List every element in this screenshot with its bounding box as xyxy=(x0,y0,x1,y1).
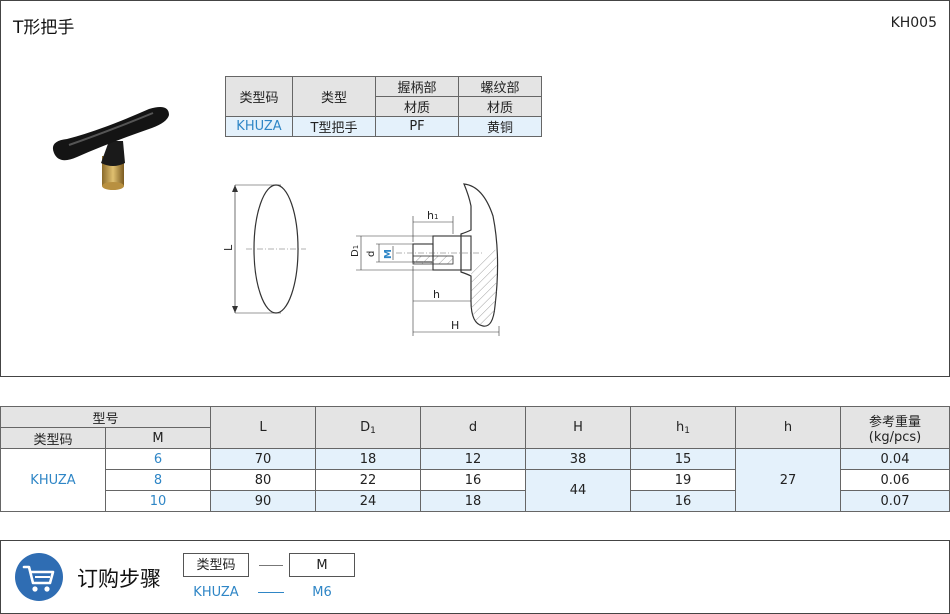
H-cell: 38 xyxy=(525,448,631,470)
type-code-header: 类型码 xyxy=(0,427,106,449)
weight-header: 参考重量(kg/pcs) xyxy=(840,406,950,449)
type-code-header: 类型码 xyxy=(225,76,293,117)
order-steps-panel: 订购步骤 类型码 M KHUZA M6 xyxy=(0,540,950,614)
order-value-connector xyxy=(258,592,284,593)
dim-h-label: h xyxy=(433,288,440,301)
L-cell: 70 xyxy=(210,448,316,470)
thread-part-header: 螺纹部 xyxy=(458,76,542,97)
grip-material-header: 材质 xyxy=(375,96,459,117)
dim-M-label: M xyxy=(383,249,394,259)
material-table: 类型码 类型 握柄部 螺纹部 材质 材质 KHUZA T型把手 PF 黄铜 xyxy=(225,76,542,137)
dim-H-label: H xyxy=(451,319,459,332)
d-header: d xyxy=(420,406,526,449)
type-code-value: KHUZA xyxy=(225,116,293,137)
D1-header: D1 xyxy=(315,406,421,449)
thread-material-header: 材质 xyxy=(458,96,542,117)
h1-cell: 15 xyxy=(630,448,736,470)
L-cell: 90 xyxy=(210,490,316,512)
order-M-value: M6 xyxy=(312,585,332,600)
thread-material-value: 黄铜 xyxy=(458,116,542,137)
order-type-code-value: KHUZA xyxy=(193,585,239,600)
H-merged-cell: 44 xyxy=(525,469,631,512)
type-header: 类型 xyxy=(292,76,376,117)
L-header: L xyxy=(210,406,316,449)
grip-part-header: 握柄部 xyxy=(375,76,459,97)
M-cell: 10 xyxy=(105,490,211,512)
M-header: M xyxy=(105,427,211,449)
dim-d-label: d xyxy=(366,251,377,257)
weight-cell: 0.07 xyxy=(840,490,950,512)
weight-cell: 0.06 xyxy=(840,469,950,491)
D1-cell: 22 xyxy=(315,469,421,491)
order-M-box: M xyxy=(289,553,355,577)
h1-cell: 16 xyxy=(630,490,736,512)
h-header: h xyxy=(735,406,841,449)
order-title: 订购步骤 xyxy=(77,567,161,591)
H-header: H xyxy=(525,406,631,449)
dim-h1-label: h1 xyxy=(427,209,438,222)
type-code-cell: KHUZA xyxy=(0,448,106,512)
technical-drawing: L h1 D1 d M h H xyxy=(222,183,500,336)
type-value: T型把手 xyxy=(292,116,376,137)
d-cell: 16 xyxy=(420,469,526,491)
h1-header: h1 xyxy=(630,406,736,449)
D1-cell: 24 xyxy=(315,490,421,512)
page-title: T形把手 xyxy=(13,18,75,38)
h1-cell: 19 xyxy=(630,469,736,491)
model-header: 型号 xyxy=(0,406,211,428)
order-connector xyxy=(259,565,283,566)
product-panel: T形把手 KH005 类型码 类型 握柄部 螺纹部 材质 材质 KHUZA T型… xyxy=(0,0,950,377)
M-cell: 6 xyxy=(105,448,211,470)
dim-L-label: L xyxy=(222,244,235,251)
grip-material-value: PF xyxy=(375,116,459,137)
dim-D1-label: D1 xyxy=(350,245,361,257)
d-cell: 18 xyxy=(420,490,526,512)
D1-cell: 18 xyxy=(315,448,421,470)
weight-cell: 0.04 xyxy=(840,448,950,470)
product-photo-icon xyxy=(52,107,170,190)
h-merged-cell: 27 xyxy=(735,448,841,512)
L-cell: 80 xyxy=(210,469,316,491)
cart-icon xyxy=(15,553,63,601)
spec-table: 型号 L D1 d H h1 h 参考重量(kg/pcs) 类型码 M KHUZ… xyxy=(0,406,950,512)
d-cell: 12 xyxy=(420,448,526,470)
order-type-code-box: 类型码 xyxy=(183,553,249,577)
product-code: KH005 xyxy=(890,15,937,31)
M-cell: 8 xyxy=(105,469,211,491)
